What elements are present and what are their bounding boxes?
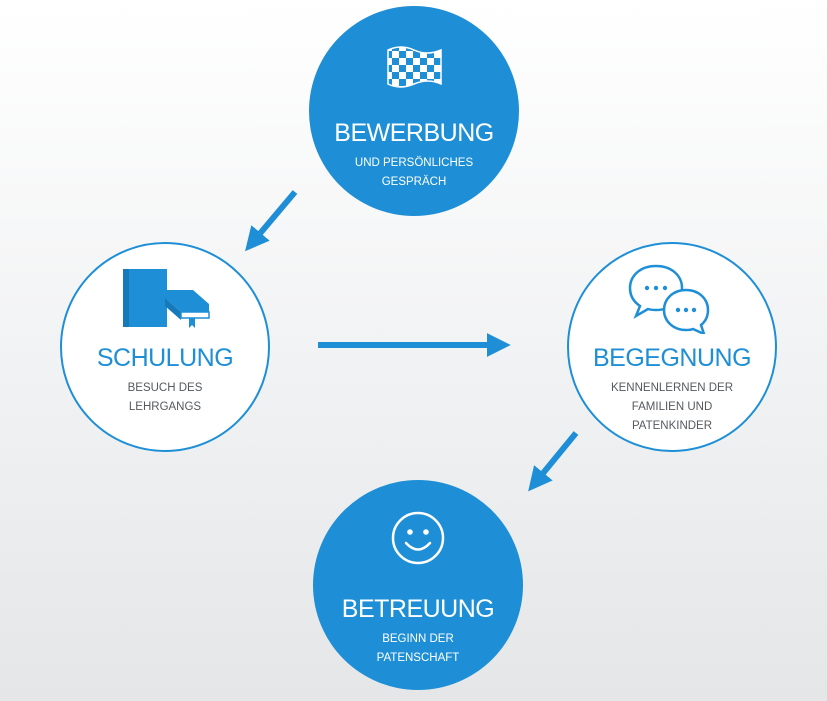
chat-bubbles-icon bbox=[626, 262, 718, 339]
checkered-flag-icon bbox=[385, 44, 443, 97]
node-title: BETREUUNG bbox=[341, 595, 495, 623]
subtitle-line: BEGINN DER bbox=[382, 633, 454, 645]
arrow-bewerbung-to-schulung bbox=[245, 190, 298, 252]
arrow-begegnung-to-betreuung bbox=[528, 431, 579, 492]
node-title: BEWERBUNG bbox=[334, 119, 494, 147]
node-title: BEGEGNUNG bbox=[592, 344, 752, 372]
node-betreuung: BETREUUNG BEGINN DER PATENSCHAFT bbox=[313, 480, 523, 690]
node-title: SCHULUNG bbox=[96, 344, 234, 372]
node-subtitle: UND PERSÖNLICHES GESPRÄCH bbox=[329, 154, 499, 192]
node-subtitle: BEGINN DER PATENSCHAFT bbox=[333, 630, 503, 668]
node-schulung: SCHULUNG BESUCH DES LEHRGANGS bbox=[60, 242, 270, 452]
subtitle-line: FAMILIEN UND bbox=[631, 401, 713, 413]
node-subtitle: KENNENLERNEN DER FAMILIEN UND PATENKINDE… bbox=[589, 379, 755, 436]
node-subtitle: BESUCH DES LEHRGANGS bbox=[82, 379, 248, 417]
smiley-icon bbox=[390, 510, 446, 571]
subtitle-line: LEHRGANGS bbox=[128, 401, 202, 413]
books-icon bbox=[119, 268, 211, 337]
subtitle-line: GESPRÄCH bbox=[381, 176, 447, 188]
subtitle-line: PATENKINDER bbox=[631, 420, 713, 432]
node-begegnung: BEGEGNUNG KENNENLERNEN DER FAMILIEN UND … bbox=[567, 242, 777, 452]
subtitle-line: PATENSCHAFT bbox=[376, 652, 460, 664]
subtitle-line: KENNENLERNEN DER bbox=[610, 382, 734, 394]
subtitle-line: BESUCH DES bbox=[127, 382, 203, 394]
subtitle-line: UND PERSÖNLICHES bbox=[354, 157, 474, 169]
node-bewerbung: BEWERBUNG UND PERSÖNLICHES GESPRÄCH bbox=[309, 6, 519, 216]
